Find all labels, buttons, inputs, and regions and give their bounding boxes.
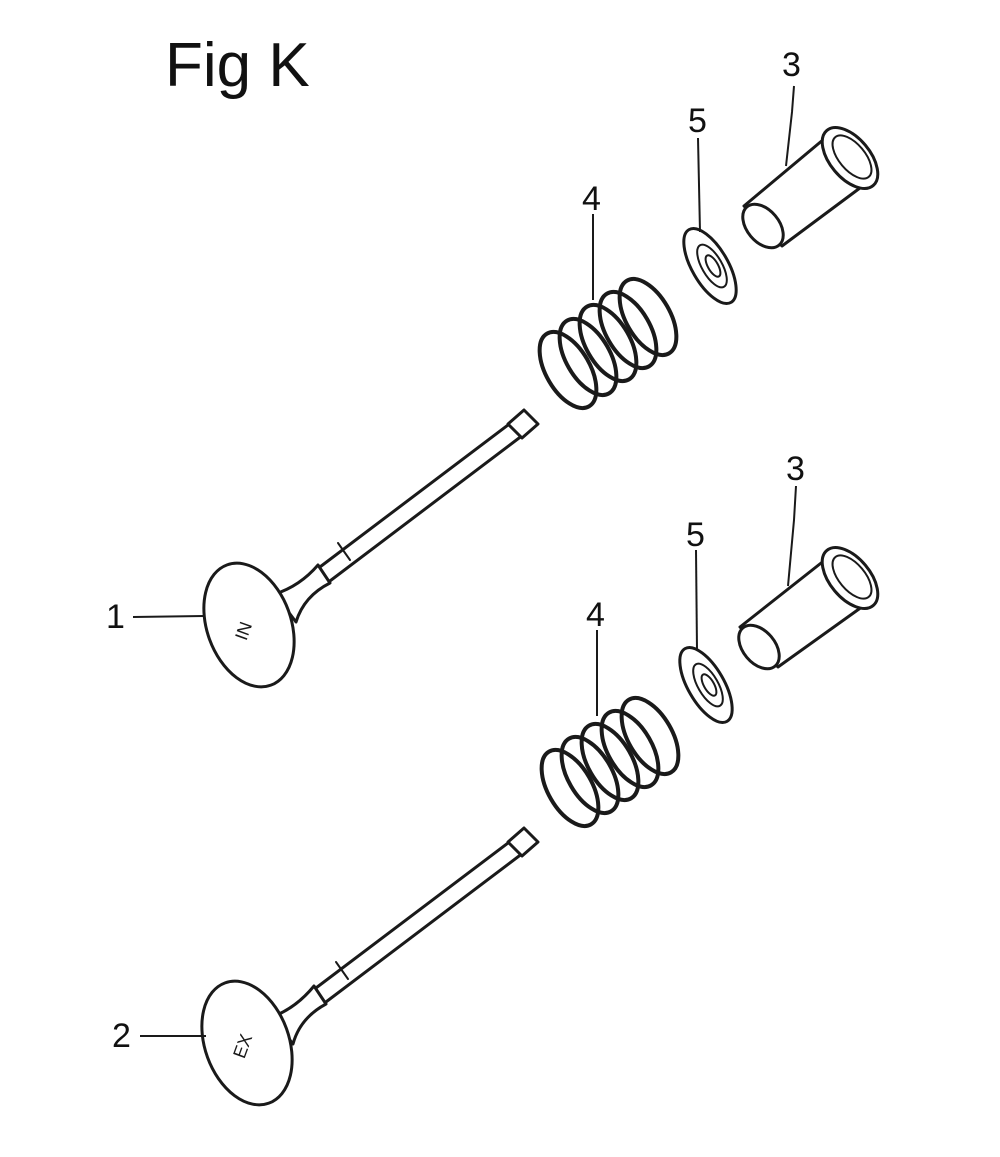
tappet-lower	[737, 546, 880, 671]
upper-assembly: IN	[132, 85, 880, 689]
callout-3-upper: 3	[782, 46, 801, 84]
lower-assembly: EX	[140, 485, 880, 1107]
callout-4-upper: 4	[582, 180, 601, 218]
callout-1: 1	[106, 598, 125, 636]
callout-5-lower: 5	[686, 516, 705, 554]
valve-mark-intake: IN	[231, 619, 256, 643]
spring-upper	[537, 277, 679, 410]
retainer-upper	[682, 227, 738, 305]
callout-2: 2	[112, 1017, 131, 1055]
spring-lower	[539, 696, 681, 828]
retainer-lower	[678, 646, 734, 724]
callout-3-lower: 3	[786, 450, 805, 488]
callout-5-upper: 5	[688, 102, 707, 140]
valve-exhaust: EX	[200, 826, 540, 1107]
valve-intake: IN	[202, 408, 540, 689]
callout-4-lower: 4	[586, 596, 605, 634]
tappet-upper	[741, 126, 880, 250]
figure-title: Fig K	[165, 31, 310, 100]
